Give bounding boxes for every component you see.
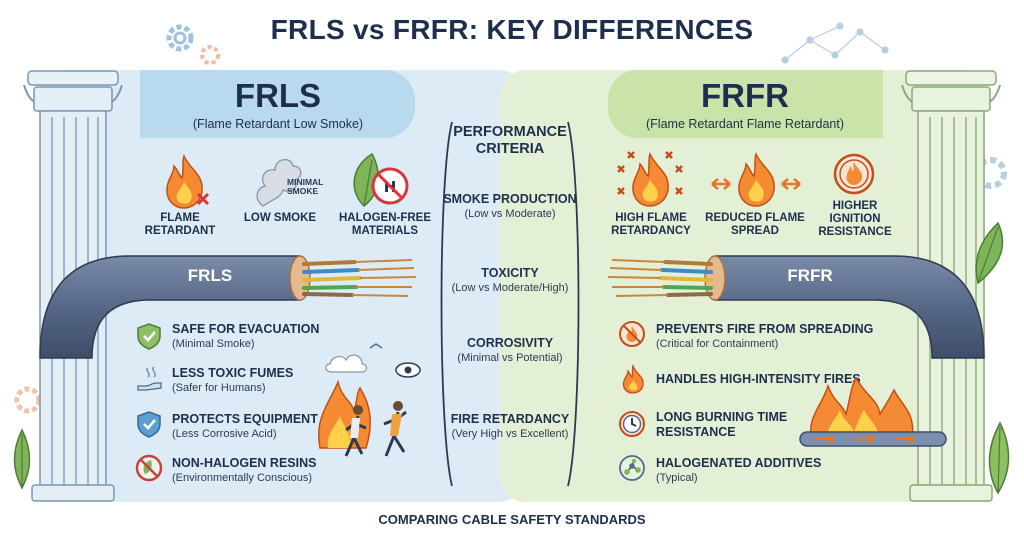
icon-label-flame-retardant: FLAME RETARDANT	[144, 212, 216, 238]
feature-title: HALOGENATED ADDITIVES	[656, 456, 822, 470]
fire-block-icon	[619, 321, 645, 347]
gear-icon	[166, 24, 194, 52]
feature-title: SAFE FOR EVACUATION	[172, 322, 320, 336]
criterion-value: (Minimal vs Potential)	[457, 352, 563, 364]
network-icon	[781, 22, 889, 64]
feature-title: LONG BURNING TIME RESISTANCE	[656, 410, 788, 439]
flame-icon	[622, 364, 644, 394]
icon-label-high-flame-retardancy: HIGH FLAME RETARDANCY	[611, 212, 691, 238]
frls-heading: FRLS	[234, 77, 322, 114]
footer-caption: COMPARING CABLE SAFETY STANDARDS	[378, 512, 646, 527]
criterion-name: FIRE RETARDANCY	[450, 412, 570, 426]
feature-title: NON-HALOGEN RESINS	[172, 456, 317, 470]
cable-graphic	[39, 255, 985, 359]
flame-icon	[166, 153, 210, 209]
feature-title: HANDLES HIGH-INTENSITY FIRES	[656, 372, 861, 386]
clock-icon	[619, 411, 645, 437]
frfr-cable-label: FRFR	[787, 266, 833, 285]
criterion-name: TOXICITY	[481, 266, 539, 280]
flame-burst-icon	[617, 151, 683, 207]
frfr-header-band	[608, 70, 883, 138]
criterion-name: CORROSIVITY	[466, 336, 554, 350]
leaf-icon	[988, 421, 1010, 495]
shield-check-icon	[137, 411, 161, 438]
hand-fumes-icon	[137, 366, 162, 391]
frls-cable-label: FRLS	[187, 266, 233, 285]
flame-circle-icon	[833, 153, 875, 195]
criterion-value: (Low vs Moderate)	[464, 208, 556, 220]
gear-icon	[14, 386, 42, 414]
feature-subtitle: (Typical)	[656, 472, 698, 484]
criterion-value: (Very High vs Excellent)	[451, 428, 569, 440]
criteria-brackets	[440, 121, 580, 487]
leaf-icon	[13, 428, 31, 490]
criterion-name: SMOKE PRODUCTION	[443, 192, 577, 206]
frls-subtitle: (Flame Retardant Low Smoke)	[192, 117, 364, 131]
icon-label-higher-ignition-resistance: HIGHER IGNITION RESISTANCE	[818, 200, 892, 239]
leaf-no-halogen-icon: H	[353, 152, 409, 207]
no-halogen-icon	[135, 454, 163, 482]
feature-title: PREVENTS FIRE FROM SPREADING	[656, 322, 874, 336]
smoke-icon	[256, 159, 302, 207]
gear-icon	[200, 45, 220, 65]
icon-label-halogen-free: HALOGEN-FREE MATERIALS	[339, 212, 431, 238]
evacuation-illustration	[318, 343, 421, 457]
feature-subtitle: (Critical for Containment)	[656, 338, 779, 350]
icon-label-reduced-flame-spread: REDUCED FLAME SPREAD	[705, 212, 805, 238]
flame-arrows-icon	[711, 151, 801, 207]
feature-subtitle: (Safer for Humans)	[172, 382, 266, 394]
feature-title: PROTECTS EQUIPMENT	[172, 412, 318, 426]
frfr-heading: FRFR	[701, 77, 789, 114]
feature-subtitle: (Environmentally Conscious)	[172, 472, 312, 484]
feature-title: LESS TOXIC FUMES	[172, 366, 294, 380]
leaf-icon	[975, 221, 1004, 285]
criterion-value: (Low vs Moderate/High)	[451, 282, 569, 294]
icon-label-low-smoke: LOW SMOKE	[243, 212, 317, 224]
molecule-icon	[619, 455, 645, 481]
feature-subtitle: (Minimal Smoke)	[172, 338, 255, 350]
burning-cable-illustration	[799, 376, 947, 447]
frls-header-band	[140, 70, 415, 138]
criteria-heading: PERFORMANCE CRITERIA	[453, 124, 567, 157]
feature-subtitle: (Less Corrosive Acid)	[172, 428, 277, 440]
shield-check-icon	[137, 323, 161, 350]
minimal-smoke-note: MINIMAL SMOKE	[287, 177, 324, 197]
frfr-subtitle: (Flame Retardant Flame Retardant)	[646, 117, 844, 131]
page-title: FRLS vs FRFR: KEY DIFFERENCES	[270, 14, 754, 45]
